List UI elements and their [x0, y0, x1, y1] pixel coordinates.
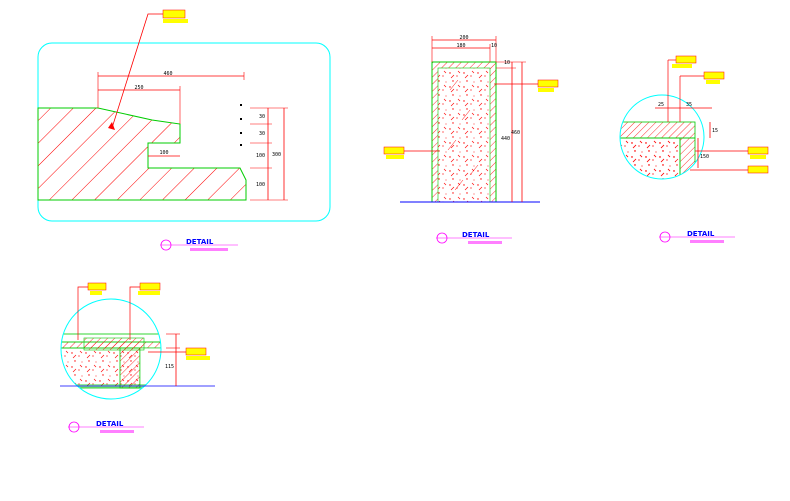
detail-1-dim-overall: 460: [163, 71, 172, 77]
detail-2: 200 180 10 10 440 460 DETAIL: [383, 35, 559, 244]
detail-1-callout-tag: [162, 9, 186, 19]
detail-3-tag-3: [747, 146, 769, 155]
detail-1-dim-notch: 100: [159, 150, 168, 156]
detail-3-tag-1: [675, 55, 697, 64]
detail-4-tag-1: [87, 282, 107, 291]
detail-1-dim-v2: 30: [259, 131, 265, 137]
detail-4-tag-2: [139, 282, 161, 291]
detail-1: 460 250 100 30 30 100 100 300 DETAIL: [37, 9, 331, 251]
detail-1-dim-v1: 30: [259, 114, 265, 120]
detail-2-dim-width: 200: [459, 35, 468, 41]
detail-3-tag-4: [747, 165, 769, 174]
detail-3-dim-d4: 150: [700, 154, 709, 160]
detail-2-dim-total-h: 460: [511, 130, 520, 136]
detail-1-dim-total: 300: [272, 152, 281, 158]
detail-1-section: [37, 107, 247, 201]
detail-2-dim-inner: 180: [456, 43, 465, 49]
detail-3-callout-circle: [619, 94, 705, 180]
detail-1-dim-step: 250: [134, 85, 143, 91]
detail-4-title-block: DETAIL: [68, 420, 144, 433]
detail-4: 115 DETAIL: [60, 282, 215, 433]
detail-3: 25 35 15 150 DETAIL: [619, 55, 769, 243]
detail-3-title: DETAIL: [687, 230, 715, 238]
detail-2-title: DETAIL: [462, 231, 490, 239]
detail-2-tag-right: [537, 79, 559, 88]
detail-3-title-block: DETAIL: [659, 230, 735, 243]
detail-4-title: DETAIL: [96, 420, 124, 428]
detail-1-title: DETAIL: [186, 238, 214, 246]
detail-4-callout-circle: [60, 298, 162, 400]
detail-2-dim-edge: 10: [491, 43, 497, 49]
detail-2-tag-left: [383, 146, 405, 155]
detail-1-dim-v3: 100: [256, 153, 265, 159]
detail-3-tag-2: [703, 71, 725, 80]
detail-4-dim-d1: 115: [165, 364, 174, 370]
detail-2-dim-inner-h: 440: [501, 136, 510, 142]
detail-3-dim-d1: 25: [658, 102, 664, 108]
detail-3-dim-d2: 35: [686, 102, 692, 108]
detail-1-dim-v4: 100: [256, 182, 265, 188]
detail-1-dots: [240, 104, 242, 146]
detail-3-dim-d3: 15: [712, 128, 718, 134]
detail-1-title-block: DETAIL: [160, 238, 238, 251]
detail-2-dim-top: 10: [504, 60, 510, 66]
detail-2-title-block: DETAIL: [436, 231, 512, 244]
detail-4-tag-3: [185, 347, 207, 356]
